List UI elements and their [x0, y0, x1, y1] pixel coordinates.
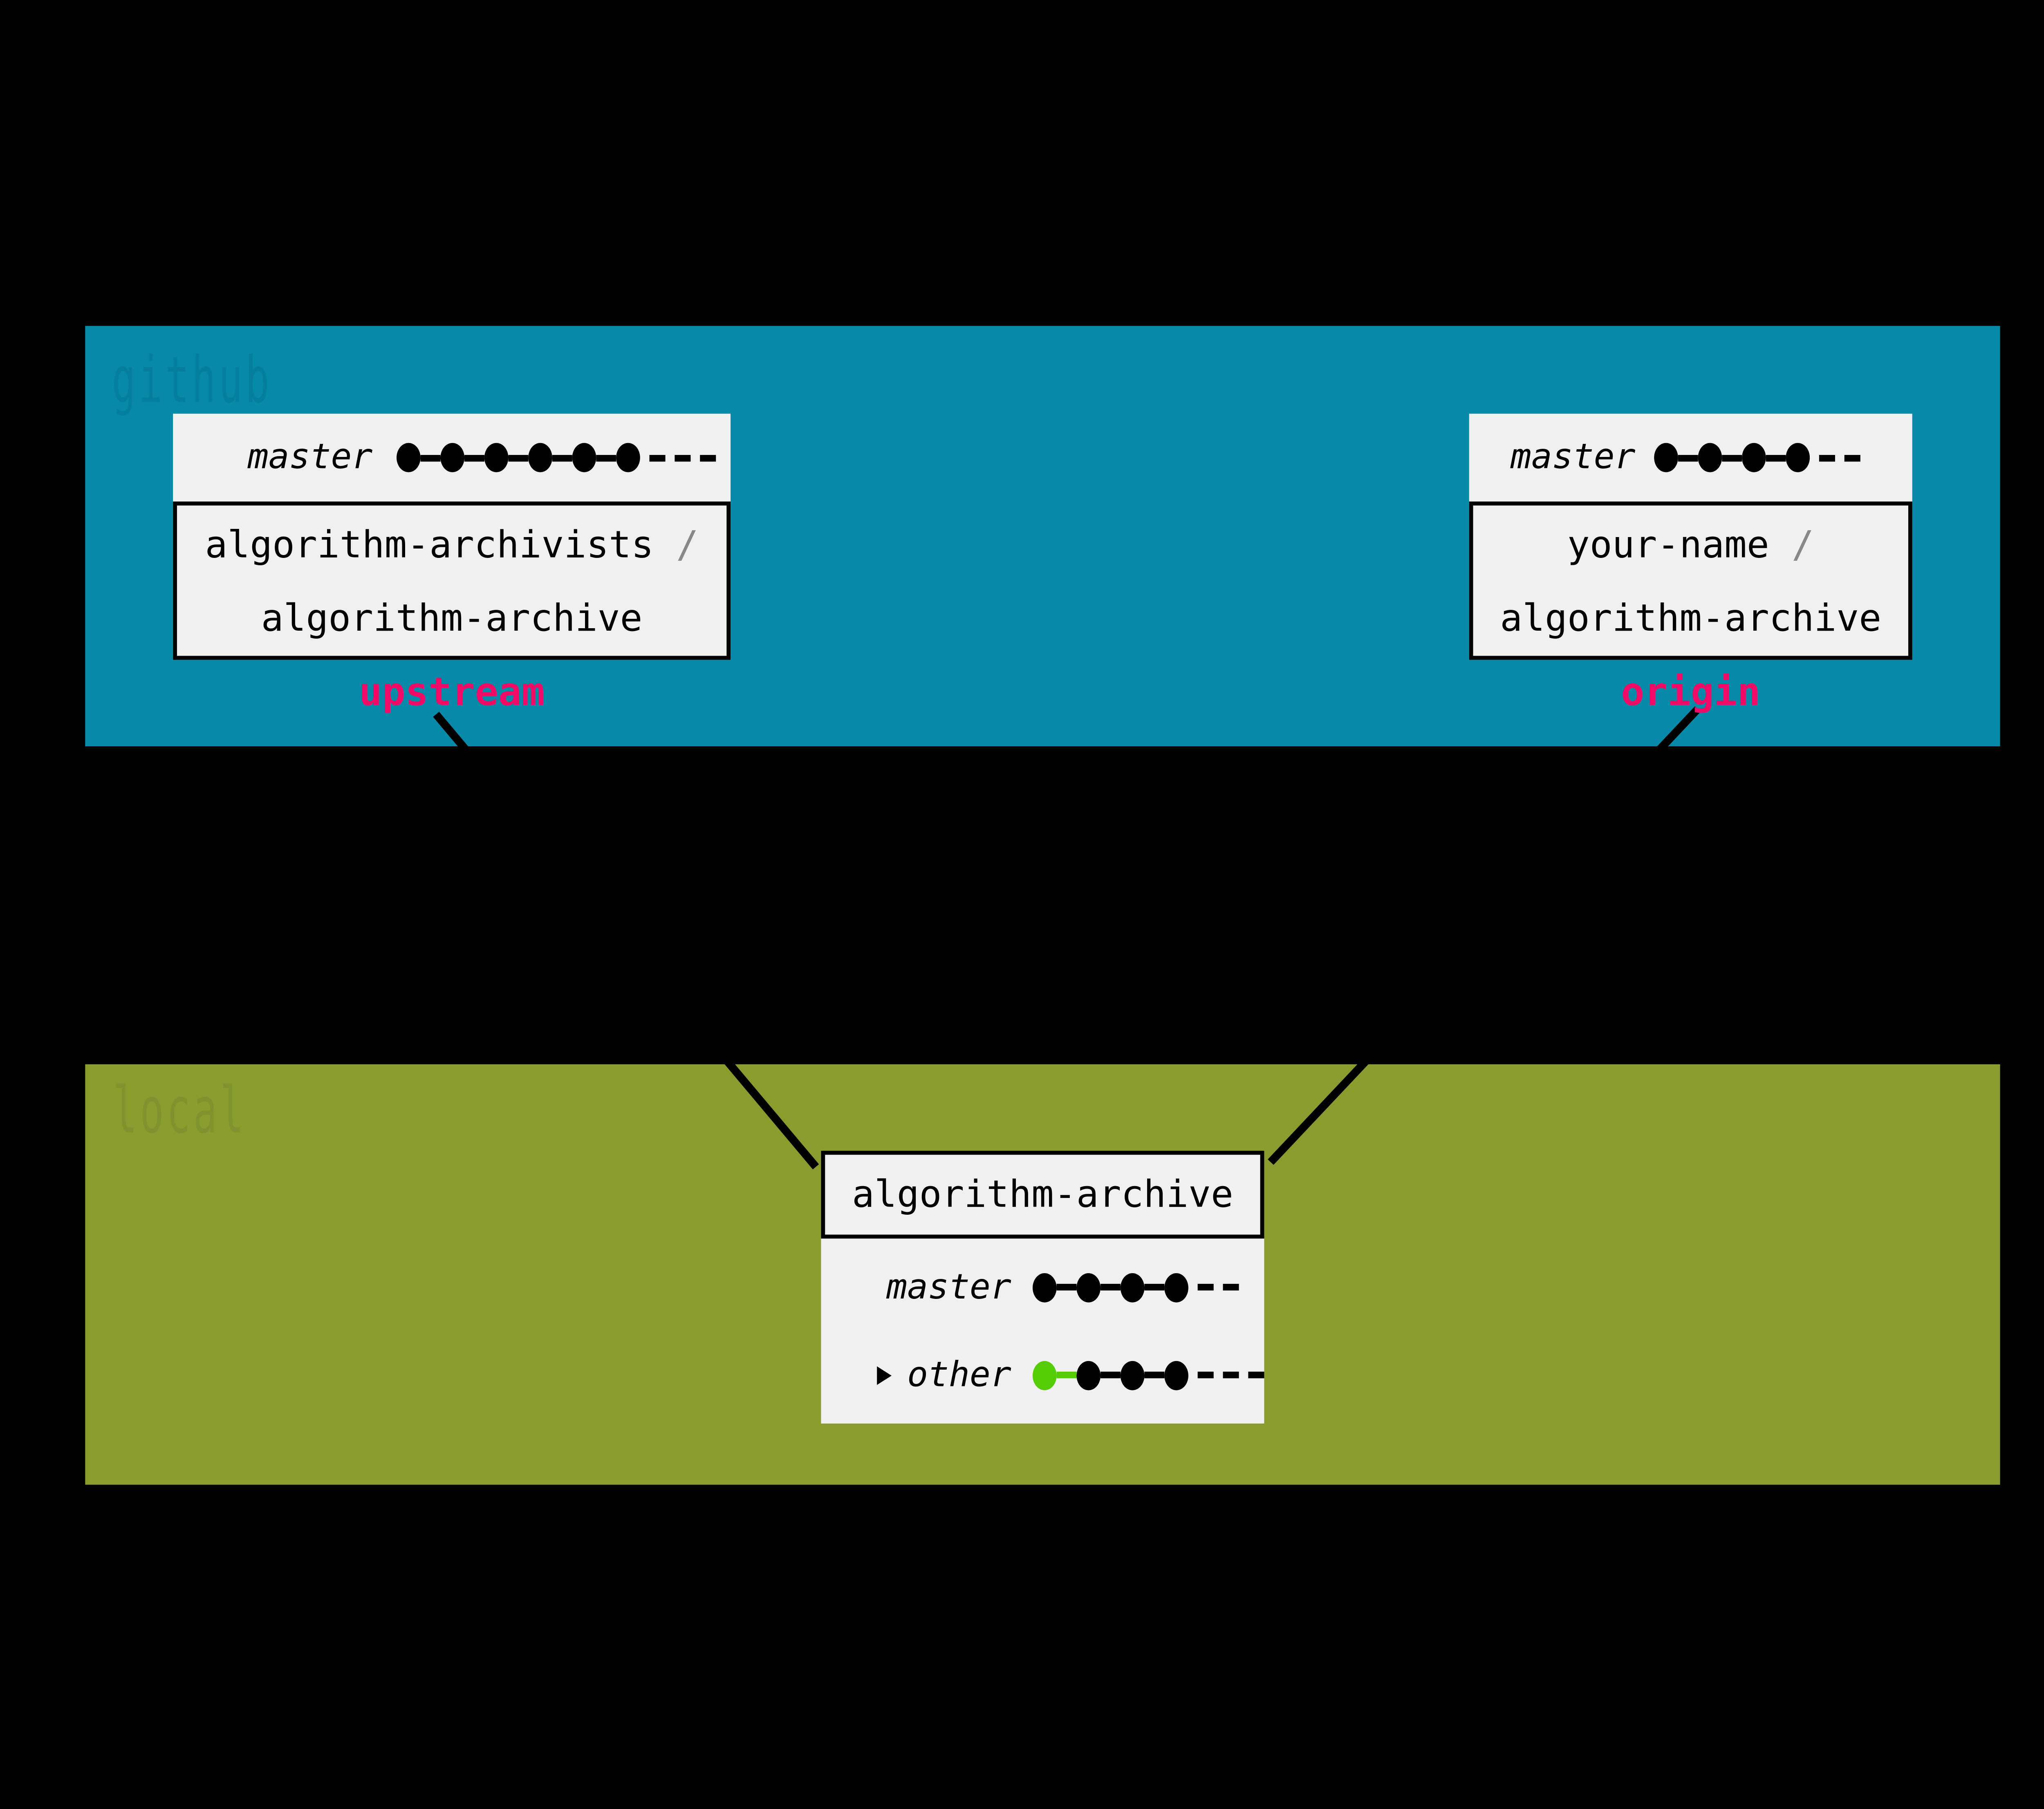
upstream-repo-owner-line: algorithm-archivists / [177, 508, 726, 581]
history-dash [675, 454, 691, 461]
commit-dot [1786, 443, 1810, 472]
commit-dot [1076, 1272, 1101, 1302]
local-branch-panel: master other [821, 1238, 1264, 1424]
local-master-commit-graph [1033, 1272, 1239, 1302]
local-master-label-cell: master [821, 1267, 1011, 1307]
upstream-repo-separator: / [676, 522, 699, 567]
diagram-canvas: github local master algorithm-archivists… [0, 240, 2044, 1569]
commit-dot [1120, 1272, 1145, 1302]
local-other-label-cell: other [821, 1355, 1011, 1395]
origin-repo-separator: / [1791, 522, 1814, 567]
github-watermark-label: github [112, 344, 272, 419]
local-repo-name-line: algorithm-archive [825, 1155, 1260, 1234]
commit-dot [1076, 1360, 1101, 1390]
commit-link-line [1144, 1283, 1165, 1290]
commit-dot [440, 443, 465, 472]
commit-dot [1698, 443, 1722, 472]
upstream-branch-panel: master [173, 413, 731, 502]
local-repo-name: algorithm-archive [852, 1172, 1233, 1216]
current-branch-marker-icon [876, 1365, 892, 1384]
origin-repo-box: your-name / algorithm-archive [1469, 501, 1912, 660]
commit-dot [528, 443, 552, 472]
upstream-repo-name: algorithm-archive [261, 596, 643, 640]
origin-repo-name-line: algorithm-archive [1473, 581, 1908, 654]
upstream-branch-label-cell: master [173, 437, 373, 478]
upstream-master-commit-graph [397, 443, 716, 472]
commit-dot [397, 443, 421, 472]
origin-repo-owner: your-name [1567, 522, 1769, 567]
local-other-commit-graph [1033, 1360, 1264, 1390]
commit-dot [1033, 1360, 1057, 1390]
local-repo-title-box: algorithm-archive [821, 1151, 1264, 1239]
commit-link-line [420, 454, 441, 461]
history-dash [1844, 454, 1860, 461]
upstream-master-branch-row: master [173, 414, 731, 502]
commit-link-line [1056, 1283, 1077, 1290]
history-dash [1197, 1371, 1214, 1378]
origin-master-commit-graph [1654, 443, 1860, 472]
origin-repo-owner-line: your-name / [1473, 508, 1908, 581]
commit-link-line [1100, 1283, 1121, 1290]
local-master-branch-row: master [821, 1243, 1264, 1331]
history-dash [1819, 454, 1835, 461]
commit-dot [572, 443, 596, 472]
origin-master-branch-label: master [1510, 437, 1636, 478]
commit-dot [1742, 443, 1766, 472]
commit-link-line [552, 454, 572, 461]
commit-dot [1164, 1272, 1188, 1302]
commit-link-line [1056, 1371, 1077, 1378]
history-dash [1197, 1283, 1214, 1290]
history-dash [1248, 1371, 1264, 1378]
upstream-remote-label: upstream [359, 669, 545, 714]
origin-master-branch-row: master [1469, 414, 1912, 502]
commit-link-line [1722, 454, 1742, 461]
commit-link-line [1678, 454, 1698, 461]
local-watermark-label: local [113, 1075, 247, 1149]
commit-link-line [464, 454, 484, 461]
commit-dot [1654, 443, 1678, 472]
upstream-repo-owner: algorithm-archivists [205, 522, 654, 567]
history-dash [700, 454, 716, 461]
commit-link-line [1766, 454, 1786, 461]
upstream-master-branch-label: master [247, 437, 373, 478]
commit-dot [484, 443, 509, 472]
history-dash [1223, 1283, 1239, 1290]
commit-dot [1033, 1272, 1057, 1302]
local-other-branch-row: other [821, 1331, 1264, 1419]
origin-branch-panel: master [1469, 413, 1912, 502]
commit-dot [1120, 1360, 1145, 1390]
commit-dot [1164, 1360, 1188, 1390]
local-other-branch-label: other [907, 1355, 1011, 1395]
commit-dot [616, 443, 640, 472]
commit-link-line [508, 454, 529, 461]
commit-link-line [1100, 1371, 1121, 1378]
commit-link-line [596, 454, 616, 461]
commit-link-line [1144, 1371, 1165, 1378]
local-master-branch-label: master [886, 1267, 1011, 1307]
history-dash [649, 454, 666, 461]
upstream-repo-name-line: algorithm-archive [177, 581, 726, 654]
origin-branch-label-cell: master [1469, 437, 1636, 477]
history-dash [1223, 1371, 1239, 1378]
origin-repo-name: algorithm-archive [1500, 596, 1882, 640]
origin-remote-label: origin [1621, 669, 1761, 714]
upstream-repo-box: algorithm-archivists / algorithm-archive [173, 501, 731, 660]
